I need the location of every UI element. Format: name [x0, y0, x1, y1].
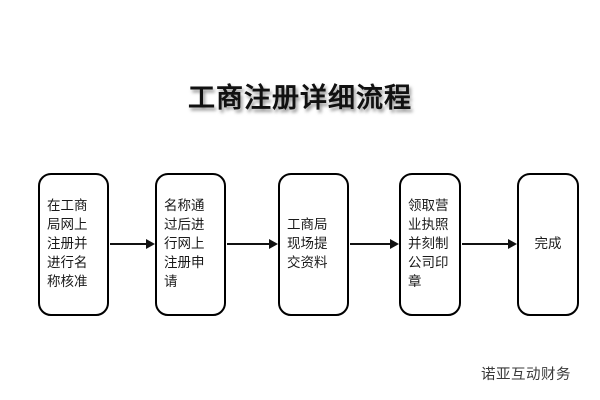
watermark-text: 诺亚互动财务 [481, 367, 571, 383]
flow-connector-3 [350, 238, 399, 249]
page-title: 工商注册详细流程 [188, 83, 412, 114]
flow-node-step-2[interactable]: 名称通过后进行网上注册申请 [155, 173, 226, 316]
flow-connector-2 [227, 238, 278, 249]
connector-line [350, 243, 391, 245]
flow-node-label: 领取营业执照并刻制公司印章 [408, 198, 449, 290]
arrowhead-icon [390, 238, 399, 249]
connector-line [462, 243, 509, 245]
flow-connector-4 [462, 238, 517, 249]
flow-node-step-5[interactable]: 完成 [517, 173, 579, 316]
flow-node-step-4[interactable]: 领取营业执照并刻制公司印章 [399, 173, 461, 316]
flow-node-label: 工商局现场提交资料 [287, 217, 328, 271]
flow-node-label: 在工商局网上注册并进行名称核准 [47, 198, 88, 290]
flow-connector-1 [110, 238, 155, 249]
flow-node-step-3[interactable]: 工商局现场提交资料 [278, 173, 349, 316]
flow-node-label: 名称通过后进行网上注册申请 [164, 198, 205, 290]
arrowhead-icon [146, 238, 155, 249]
arrowhead-icon [508, 238, 517, 249]
connector-line [227, 243, 270, 245]
flow-node-step-1[interactable]: 在工商局网上注册并进行名称核准 [38, 173, 109, 316]
flow-node-label: 完成 [534, 236, 562, 252]
arrowhead-icon [269, 238, 278, 249]
connector-line [110, 243, 147, 245]
